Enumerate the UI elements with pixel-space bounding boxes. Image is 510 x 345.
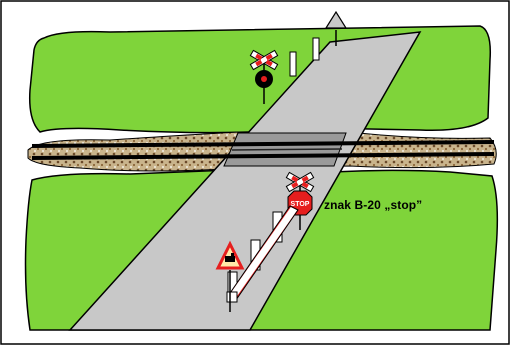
distance-posts-upper (289, 37, 320, 77)
guard-rail (231, 148, 343, 151)
sign-caption: znak B-20 „stop” (324, 198, 423, 212)
rail-upper (31, 140, 495, 148)
road (68, 31, 422, 331)
locomotive-icon (225, 256, 235, 262)
crossbuck-signal-upper (249, 49, 279, 104)
crossing-barrier (226, 205, 299, 303)
road-direction-sign (324, 10, 348, 46)
stop-sign-label: STOP (291, 201, 310, 208)
rail-lower (31, 152, 495, 160)
warning-triangle-sign (215, 240, 245, 312)
